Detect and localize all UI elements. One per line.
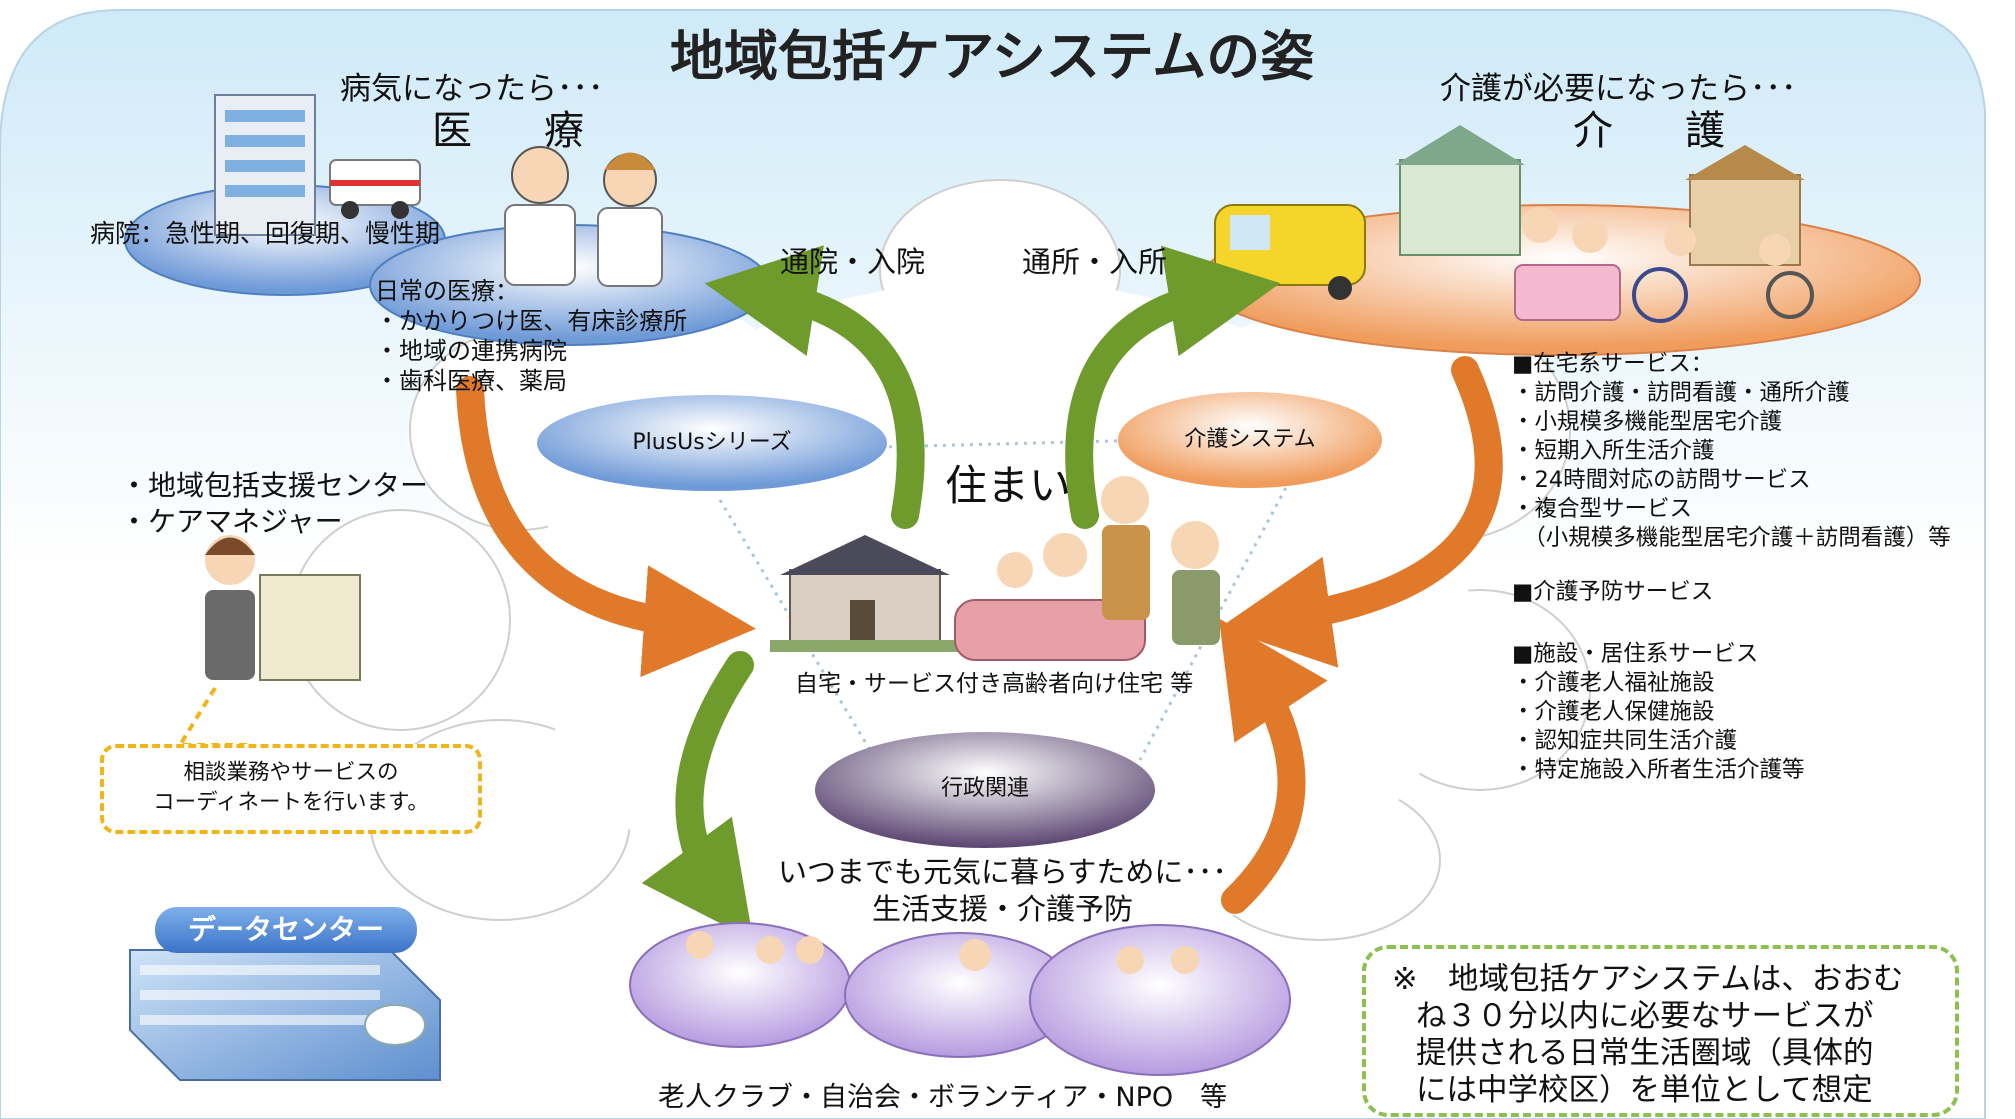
nurse-icon bbox=[597, 152, 663, 287]
plusus-label[interactable]: PlusUsシリーズ bbox=[632, 430, 792, 455]
datacenter-label[interactable]: データセンター bbox=[155, 907, 417, 953]
orange-arrow-medical bbox=[456, 376, 756, 678]
orange-arrow-community bbox=[1218, 618, 1328, 914]
home-service-item: （小規模多機能型居宅介護＋訪問看護）等 bbox=[1512, 525, 1951, 551]
facility-visit-label: 通所・入所 bbox=[1022, 245, 1168, 279]
consult-line: コーディネートを行います。 bbox=[153, 790, 429, 815]
bath-care-icon bbox=[1514, 207, 1621, 321]
daily-medical-list: 日常の医療： ・かかりつけ医、有床診療所 ・地域の連携病院 ・歯科医療、薬局 bbox=[375, 276, 687, 396]
consult-line: 相談業務やサービスの bbox=[183, 760, 399, 785]
life-support-line: いつまでも元気に暮らすために･･･ bbox=[778, 855, 1227, 889]
daily-medical-item: ・かかりつけ医、有床診療所 bbox=[375, 307, 688, 335]
prevention-label: ■介護予防サービス bbox=[1512, 579, 1714, 605]
community-people-icon bbox=[686, 931, 1199, 974]
note-line: ね３０分以内に必要なサービスが bbox=[1416, 999, 1874, 1034]
note-line: ※ 地域包括ケアシステムは、おおむ bbox=[1392, 962, 1904, 997]
note-box: ※ 地域包括ケアシステムは、おおむ ね３０分以内に必要なサービスが 提供される日… bbox=[1362, 945, 1959, 1117]
care-subheading: 介護が必要になったら･･･ bbox=[1440, 71, 1797, 107]
home-service-item: ・24時間対応の訪問サービス bbox=[1512, 467, 1811, 493]
daily-medical-item: 日常の医療： bbox=[375, 277, 519, 305]
home-service-item: ・小規模多機能型居宅介護 bbox=[1512, 409, 1783, 435]
home-service-item: ・複合型サービス bbox=[1512, 496, 1693, 522]
support-center-item: ・ケアマネジャー bbox=[120, 505, 343, 538]
home-service-item: ・短期入所生活介護 bbox=[1512, 438, 1715, 464]
green-arrow-facility-visit bbox=[1065, 245, 1281, 529]
facility-service-item: ・特定施設入所者生活介護等 bbox=[1512, 757, 1805, 783]
doctor-icon bbox=[504, 146, 576, 286]
admin-oval[interactable] bbox=[815, 732, 1155, 848]
support-center-list: ・地域包括支援センター ・ケアマネジャー bbox=[120, 468, 428, 540]
care-system-oval[interactable] bbox=[1118, 392, 1382, 488]
note-line: には中学校区）を単位として想定 bbox=[1416, 1073, 1873, 1108]
family-icon bbox=[954, 476, 1220, 661]
hospital-building-icon bbox=[214, 94, 316, 236]
community-groups-label: 老人クラブ・自治会・ボランティア・NPO 等 bbox=[658, 1082, 1228, 1113]
ambulance-icon bbox=[329, 159, 421, 219]
care-system-label[interactable]: 介護システム bbox=[1184, 427, 1316, 452]
wheelchair-icon bbox=[1632, 224, 1814, 323]
hospital-visit-label: 通院・入院 bbox=[780, 245, 926, 279]
consult-callout: 相談業務やサービスの コーディネートを行います。 bbox=[100, 744, 482, 834]
green-arrow-hospital-visit bbox=[704, 245, 925, 529]
green-arrow-life-support bbox=[641, 651, 754, 941]
datacenter-building-icon bbox=[129, 949, 441, 1081]
life-support-line: 生活支援・介護予防 bbox=[872, 892, 1134, 926]
facility-service-item: ・介護老人福祉施設 bbox=[1512, 670, 1715, 696]
housing-label: 住まい bbox=[945, 461, 1072, 510]
facility-service-item: ・介護老人保健施設 bbox=[1512, 699, 1715, 725]
orange-arrow-home-care bbox=[1219, 356, 1503, 668]
plusus-oval[interactable] bbox=[537, 395, 887, 491]
note-line: 提供される日常生活圏域（具体的 bbox=[1416, 1036, 1874, 1071]
daily-medical-item: ・地域の連携病院 bbox=[375, 337, 567, 365]
home-service-item: ■在宅系サービス： bbox=[1512, 351, 1714, 377]
home-service-item: ・訪問介護・訪問看護・通所介護 bbox=[1512, 380, 1850, 406]
care-facility-icon bbox=[1395, 125, 1805, 266]
hospital-label: 病院：急性期、回復期、慢性期 bbox=[90, 219, 441, 248]
home-services-list: ■在宅系サービス： ・訪問介護・訪問看護・通所介護 ・小規模多機能型居宅介護 ・… bbox=[1512, 350, 1951, 553]
facility-service-item: ・認知症共同生活介護 bbox=[1512, 728, 1738, 754]
daily-medical-item: ・歯科医療、薬局 bbox=[375, 367, 567, 395]
care-heading: 介 護 bbox=[1573, 108, 1741, 154]
medical-heading: 医 療 bbox=[432, 108, 600, 154]
flow-arrows bbox=[456, 245, 1503, 941]
support-center-item: ・地域包括支援センター bbox=[120, 469, 429, 502]
facility-service-item: ■施設・居住系サービス bbox=[1512, 641, 1759, 667]
facility-services-list: ■施設・居住系サービス ・介護老人福祉施設 ・介護老人保健施設 ・認知症共同生活… bbox=[1512, 640, 1805, 785]
housing-caption: 自宅・サービス付き高齢者向け住宅 等 bbox=[795, 671, 1194, 697]
house-icon bbox=[770, 535, 960, 652]
care-manager-icon bbox=[205, 535, 361, 681]
medical-subheading: 病気になったら･･･ bbox=[340, 71, 604, 107]
page-title: 地域包括ケアシステムの姿 bbox=[670, 25, 1315, 88]
admin-label[interactable]: 行政関連 bbox=[940, 776, 1029, 801]
volunteer-oval bbox=[1029, 924, 1291, 1076]
